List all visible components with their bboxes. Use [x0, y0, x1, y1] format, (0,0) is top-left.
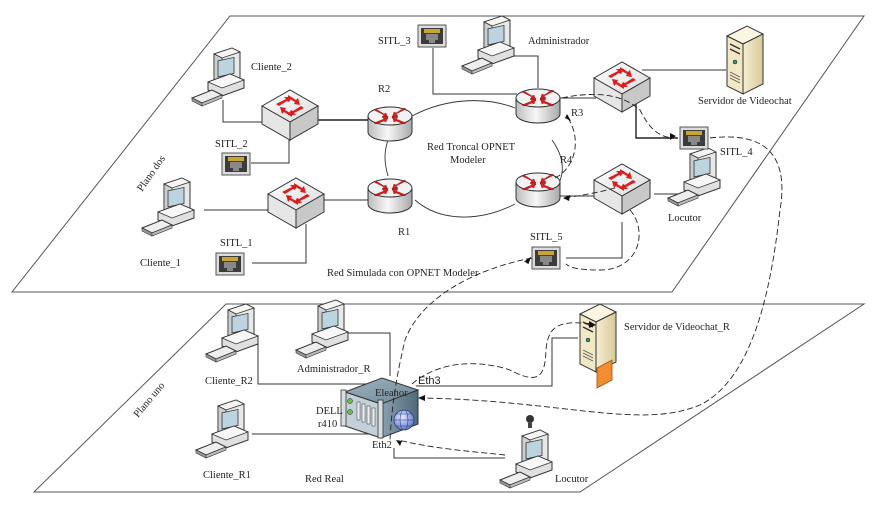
backbone-link-r2-r3	[411, 100, 516, 117]
link-eth3-server-r	[416, 337, 578, 387]
flow-r4-to-r3	[554, 117, 576, 179]
label-backbone-line2: Modeler	[450, 155, 486, 166]
sitl-icon-1	[215, 252, 245, 276]
label-dell-line1: DELL	[316, 406, 343, 417]
label-cliente1: Cliente_1	[140, 258, 181, 269]
plane-bottom	[32, 303, 866, 493]
label-simulated-network: Red Simulada con OPNET Modeler	[327, 268, 479, 279]
link-eth2-locutor-r	[393, 448, 505, 459]
router-r4	[515, 172, 561, 208]
backbone-link-r1-r2	[384, 139, 389, 177]
label-sitl2: SITL_2	[215, 139, 248, 150]
flow-switch-sitl5	[565, 209, 640, 271]
webcam-icon	[526, 415, 534, 428]
label-cliente2: Cliente_2	[251, 62, 292, 73]
server-videochat	[726, 25, 764, 95]
label-sitl3: SITL_3	[378, 36, 411, 47]
label-sitl1: SITL_1	[220, 238, 253, 249]
flow-locutor-to-eth2	[397, 439, 506, 456]
label-administrador: Administrador	[528, 36, 590, 47]
server-videochat-r	[579, 303, 617, 389]
label-r3: R3	[571, 108, 583, 119]
label-locutor-bottom: Locutor	[555, 474, 589, 485]
flow-r3-switch-sitl4	[561, 93, 677, 139]
label-r2: R2	[378, 84, 390, 95]
link-switch-sitl5	[566, 222, 623, 259]
sitl-icon-2	[221, 152, 251, 176]
label-r4: R4	[560, 155, 573, 166]
router-r2	[367, 106, 413, 142]
flow-arrowheads	[396, 114, 676, 446]
flow-sitl5-to-eleanor	[389, 257, 533, 441]
label-sitl4: SITL_4	[720, 147, 753, 158]
router-r1	[367, 178, 413, 214]
sitl-icon-3	[417, 24, 447, 48]
label-servidor-videochat: Servidor de Videochat	[698, 96, 792, 107]
router-r3	[515, 88, 561, 124]
link-admin-r3	[507, 55, 539, 88]
link-cliente2-switch	[222, 100, 262, 123]
label-eleanor: Eleanor	[375, 388, 408, 399]
flow-sitl4-to-eleanor	[419, 136, 783, 416]
link-sitl3-r3	[432, 48, 517, 95]
label-cliente-r1: Cliente_R1	[203, 470, 251, 481]
link-switch-sitl2	[251, 140, 290, 164]
label-backbone-line1: Red Troncal OPNET	[427, 142, 516, 153]
sitl-icon-4	[679, 126, 709, 150]
link-switch-sitl1	[252, 224, 307, 264]
backbone-link-r4-r1	[414, 199, 516, 218]
label-r1: R1	[398, 227, 410, 238]
globe-icon	[393, 409, 415, 431]
label-eth3: Eth3	[418, 375, 441, 387]
sitl-icon-5	[531, 246, 561, 270]
label-sitl5: SITL_5	[530, 232, 563, 243]
link-switch-sitl4	[635, 104, 678, 139]
label-red-real: Red Real	[305, 474, 344, 485]
link-adminr-eleanor	[348, 332, 391, 376]
label-locutor-top: Locutor	[668, 213, 702, 224]
pc-locutor-bottom	[499, 415, 553, 489]
label-eth2: Eth2	[372, 440, 392, 451]
flow-eth3-to-server-r	[411, 322, 593, 385]
link-clienter2-eleanor	[257, 344, 378, 385]
label-dell-line2: r410	[318, 419, 337, 430]
label-administrador-r: Administrador_R	[297, 364, 371, 375]
server-eleanor-dell-r410	[340, 377, 420, 439]
label-servidor-videochat-r: Servidor de Videochat_R	[624, 322, 730, 333]
label-cliente-r2: Cliente_R2	[205, 376, 253, 387]
